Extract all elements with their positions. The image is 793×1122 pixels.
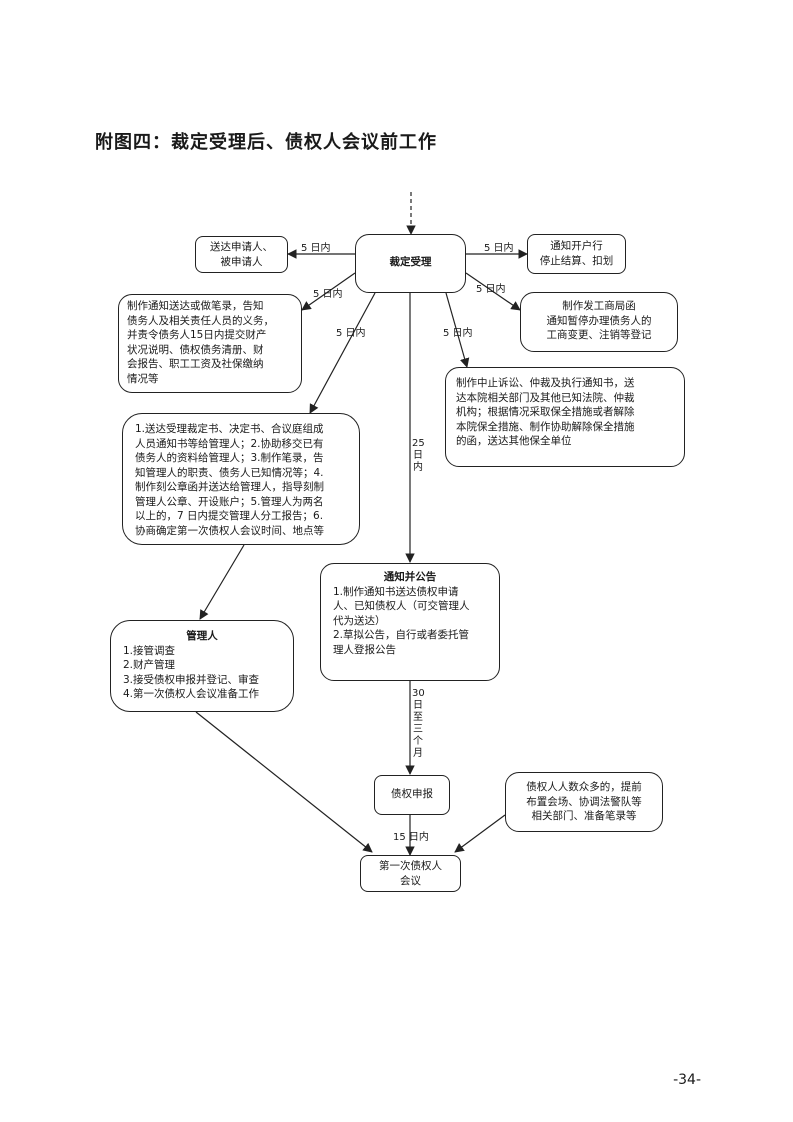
arrow-to-suspend (445, 292, 470, 368)
node-ruling-accepted: 裁定受理 (355, 234, 466, 293)
edge-label-to-suspend: 5 日内 (443, 328, 473, 339)
node-claim-declaration: 债权申报 (374, 775, 450, 815)
node-suspend-litigation: 制作中止诉讼、仲裁及执行通知书，送 达本院相关部门及其他已知法院、仲裁 机构；根… (445, 367, 685, 467)
arrow-to-bureau (465, 272, 521, 311)
node-business-bureau: 制作发工商局函 通知暂停办理债务人的 工商变更、注销等登记 (520, 292, 678, 352)
node-serve-applicant: 送达申请人、 被申请人 (195, 236, 288, 273)
edge-label-to-applicant: 5 日内 (301, 243, 331, 254)
edge-label-to-notice: 25日内 (412, 438, 425, 473)
arrow-creditors-to-meeting (454, 814, 506, 853)
edge-label-to-meeting: 15 日内 (393, 832, 429, 843)
arrow-to-debtor (301, 272, 356, 311)
node-notify-debtor: 制作通知送达或做笔录，告知 债务人及相关责任人员的义务， 并责令债务人15日内提… (118, 294, 302, 393)
edge-label-to-bank: 5 日内 (484, 243, 514, 254)
node-first-meeting: 第一次债权人 会议 (360, 855, 461, 892)
node-administrator-tasks: 1.送达受理裁定书、决定书、合议庭组成 人员通知书等给管理人；2.协助移交已有 … (122, 413, 360, 545)
node-ruling-accepted-label: 裁定受理 (389, 256, 432, 268)
edge-label-to-debtor: 5 日内 (313, 289, 343, 300)
node-administrator: 管理人 1.接管调查 2.财产管理 3.接受债权申报并登记、审查 4.第一次债权… (110, 620, 294, 712)
edge-label-to-bureau: 5 日内 (476, 284, 506, 295)
node-notify-bank: 通知开户行 停止结算、扣划 (527, 234, 626, 274)
node-notice: 通知并公告 1.制作通知书送达债权申请 人、已知债权人（可交管理人 代为送达） … (320, 563, 500, 681)
edge-label-to-admin-tasks: 5 日内 (336, 328, 366, 339)
node-many-creditors: 债权人人数众多的，提前 布置会场、协调法警队等 相关部门、准备笔录等 (505, 772, 663, 832)
page-title: 附图四：裁定受理后、债权人会议前工作 (95, 132, 437, 153)
arrow-tasks-to-admin (199, 544, 245, 620)
edge-label-to-claim: 30日至三个月 (412, 688, 425, 759)
arrow-admin-to-meeting (195, 711, 373, 853)
page-number: -34- (673, 1072, 701, 1088)
arrow-to-admin-tasks (309, 292, 376, 414)
node-administrator-heading: 管理人 (186, 630, 218, 642)
node-notice-heading: 通知并公告 (383, 571, 437, 583)
